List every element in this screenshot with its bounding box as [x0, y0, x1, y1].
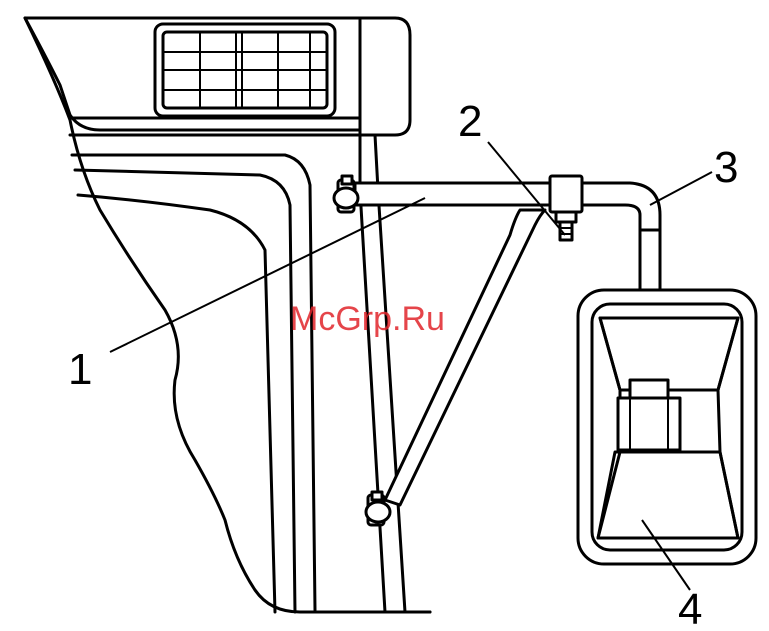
diagonal-support-arm [385, 210, 545, 505]
bracket-clamp [550, 176, 582, 240]
leader-3 [650, 172, 712, 205]
callout-4: 4 [678, 585, 702, 631]
door-pillar [360, 135, 430, 612]
callout-2: 2 [458, 97, 482, 146]
callout-3: 3 [714, 143, 738, 192]
callout-1: 1 [68, 345, 92, 394]
watermark: McGrp.Ru [290, 300, 445, 338]
vent-grille [155, 24, 335, 116]
rear-view-mirror [578, 290, 756, 564]
upper-mount-bolt [334, 176, 358, 212]
